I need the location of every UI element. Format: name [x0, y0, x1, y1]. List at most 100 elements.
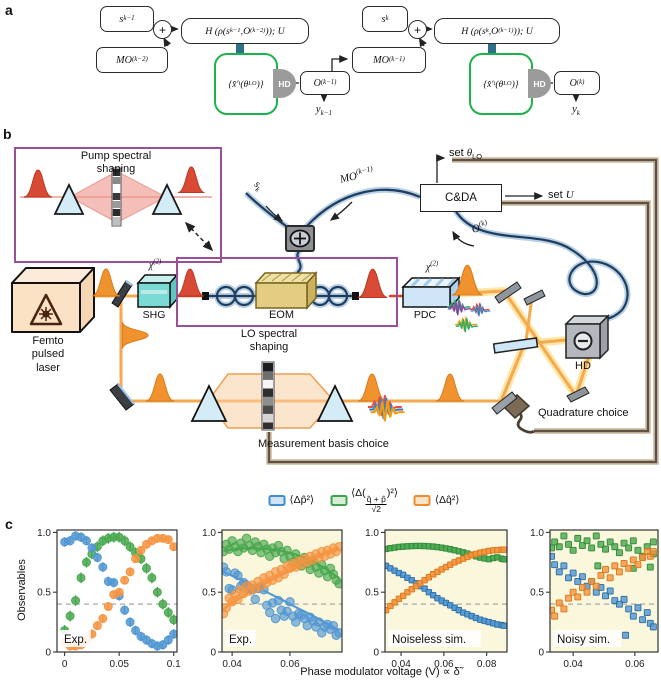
control-wires [266, 157, 659, 465]
legend-swatch-blue [268, 494, 286, 506]
plot-inner-label: Noiseless sim. [392, 634, 466, 646]
hd-shape-k: HD [528, 69, 551, 98]
eom-label: EOM [268, 309, 295, 321]
legend-item-var-qp: ⟨Δ(q̂ + p̂√2)²⟩ [330, 487, 398, 514]
mirrors [109, 279, 590, 420]
prism-icon [53, 182, 85, 215]
memory-box-k: MO(k−1) [352, 47, 426, 73]
svg-text:0.04: 0.04 [391, 659, 411, 670]
piezo-mirror-icon [491, 391, 531, 420]
plus-node: + [153, 20, 172, 39]
legend-label: ⟨Δp̂²⟩ [289, 494, 315, 507]
laser-warning-icon [29, 293, 63, 326]
set-theta-label: set θLO [449, 147, 483, 162]
basis-choice-label: Measurement basis choice [258, 438, 389, 450]
piezo-coil [515, 408, 535, 434]
pdc-chi2-label: χ(2) [425, 260, 439, 273]
hd-detector-icon [564, 314, 610, 360]
svg-text:0: 0 [373, 648, 379, 659]
grating-icon [261, 361, 275, 431]
svg-text:1.0: 1.0 [365, 528, 379, 539]
pdc-crystal-icon [401, 276, 461, 309]
plot-inner-label: Noisy sim. [557, 634, 610, 646]
pdc-label: PDC [413, 309, 437, 321]
shg-chi2-label: χ(2) [148, 258, 162, 271]
lo-shaper-title: LO spectral shaping [240, 328, 298, 354]
fiber-coupler-icon [285, 225, 315, 252]
svg-text:1.0: 1.0 [530, 528, 544, 539]
legend-item-var-p: ⟨Δp̂²⟩ [268, 494, 315, 507]
panel-b-label: b [3, 126, 12, 142]
shg-crystal-icon [136, 273, 179, 309]
cda-box: C&DA [420, 184, 502, 212]
plot-inner-label: Exp. [229, 634, 252, 646]
pump-shaper-icon [20, 166, 212, 227]
svg-text:0.04: 0.04 [222, 659, 242, 670]
x-axis-title: Phase modulator voltage (V) ∝ δ̃ [300, 666, 460, 678]
mirror-icon [494, 281, 522, 304]
hd-shape-prev: HD [273, 69, 296, 98]
plot-series-noiseless-sim [385, 542, 507, 629]
plot-series-exp-full-scan [60, 531, 177, 651]
legend-swatch-orange [413, 494, 431, 506]
svg-text:0: 0 [45, 648, 51, 659]
pump-shaper-title: Pump spectral shaping [80, 150, 152, 176]
panel-a-label: a [5, 2, 13, 18]
mirror-icon [523, 289, 546, 306]
svg-text:0: 0 [210, 648, 216, 659]
svg-text:0.5: 0.5 [530, 588, 544, 599]
svg-text:0: 0 [538, 648, 544, 659]
eom-icon [175, 268, 388, 310]
plus-node: + [408, 20, 427, 39]
legend-label: ⟨Δq̂²⟩ [434, 494, 460, 507]
svg-text:0.5: 0.5 [202, 588, 216, 599]
prism-icon [190, 383, 228, 422]
laser-label: Femto pulsed laser [31, 335, 65, 374]
beamsplitter-plate-icon [492, 337, 539, 354]
svg-text:0.06: 0.06 [280, 659, 300, 670]
lo-shaper-icon [190, 361, 354, 431]
plot-inner-label: Exp. [64, 634, 87, 646]
grating-icon [111, 167, 122, 227]
hd-label: HD [575, 360, 591, 372]
svg-text:1.0: 1.0 [202, 528, 216, 539]
output-label-k: yk [572, 104, 580, 118]
legend-label: ⟨Δ(q̂ + p̂√2)²⟩ [351, 487, 398, 514]
quadrature-choice-label: Quadrature choice [538, 407, 629, 419]
outcome-box-k: O(k) [554, 71, 600, 95]
panel-b-arrows [184, 154, 544, 252]
svg-text:0.08: 0.08 [477, 659, 497, 670]
svg-text:0.5: 0.5 [37, 588, 51, 599]
svg-text:0.05: 0.05 [109, 659, 129, 670]
panel-c-label: c [5, 516, 13, 532]
prism-icon [316, 383, 354, 422]
svg-text:0: 0 [62, 659, 68, 670]
set-u-label: set U [548, 189, 574, 201]
y-axis-title: Observables [16, 559, 28, 621]
svg-text:0.5: 0.5 [365, 588, 379, 599]
outcome-box-prev: O(k−1) [300, 71, 350, 95]
mirror-icon [566, 386, 590, 403]
svg-text:0.1: 0.1 [167, 659, 181, 670]
legend-swatch-green [330, 494, 348, 506]
plot-series-exp-zoom [222, 533, 342, 640]
memory-box-prev: MO(k−2) [96, 47, 168, 73]
chart-legend: ⟨Δp̂²⟩ ⟨Δ(q̂ + p̂√2)²⟩ ⟨Δq̂²⟩ [268, 487, 460, 514]
svg-text:1.0: 1.0 [37, 528, 51, 539]
shg-label: SHG [142, 309, 166, 321]
femto-laser-icon [11, 267, 95, 333]
legend-item-var-q: ⟨Δq̂²⟩ [413, 494, 460, 507]
svg-text:0.06: 0.06 [434, 659, 454, 670]
plot-series-noisy-sim [550, 532, 657, 639]
shaper-link-dashed-arrow [184, 221, 214, 252]
prism-icon [151, 182, 183, 215]
svg-text:0.04: 0.04 [563, 659, 583, 670]
